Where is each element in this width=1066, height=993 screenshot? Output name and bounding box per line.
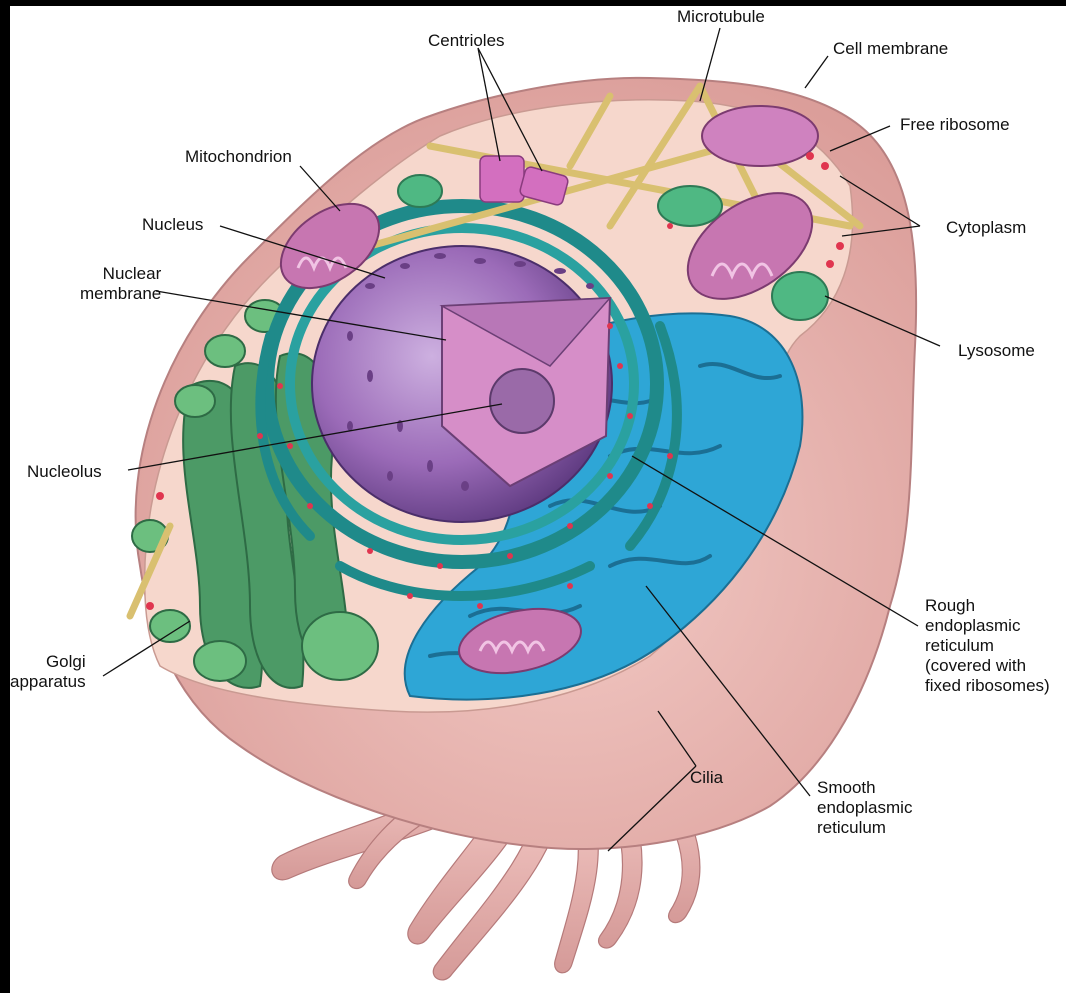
label-rough-er: Rough endoplasmic reticulum (covered wit… — [925, 596, 1050, 696]
label-lysosome: Lysosome — [958, 341, 1035, 361]
label-nuclear-membrane: Nuclear membrane — [80, 264, 161, 304]
nucleolus-shape — [490, 369, 554, 433]
label-free-ribosome: Free ribosome — [900, 115, 1010, 135]
label-microtubule: Microtubule — [677, 7, 765, 27]
label-nucleus: Nucleus — [142, 215, 203, 235]
label-centrioles: Centrioles — [428, 31, 505, 51]
label-mitochondrion: Mitochondrion — [185, 147, 292, 167]
label-golgi-apparatus: Golgi apparatus — [10, 652, 86, 692]
label-cilia: Cilia — [690, 768, 723, 788]
label-cell-membrane: Cell membrane — [833, 39, 948, 59]
label-cytoplasm: Cytoplasm — [946, 218, 1026, 238]
diagram-canvas: Microtubule Centrioles Cell membrane Fre… — [10, 6, 1066, 993]
cell-illustration — [10, 6, 1066, 993]
label-smooth-er: Smooth endoplasmic reticulum — [817, 778, 912, 838]
label-nucleolus: Nucleolus — [27, 462, 102, 482]
